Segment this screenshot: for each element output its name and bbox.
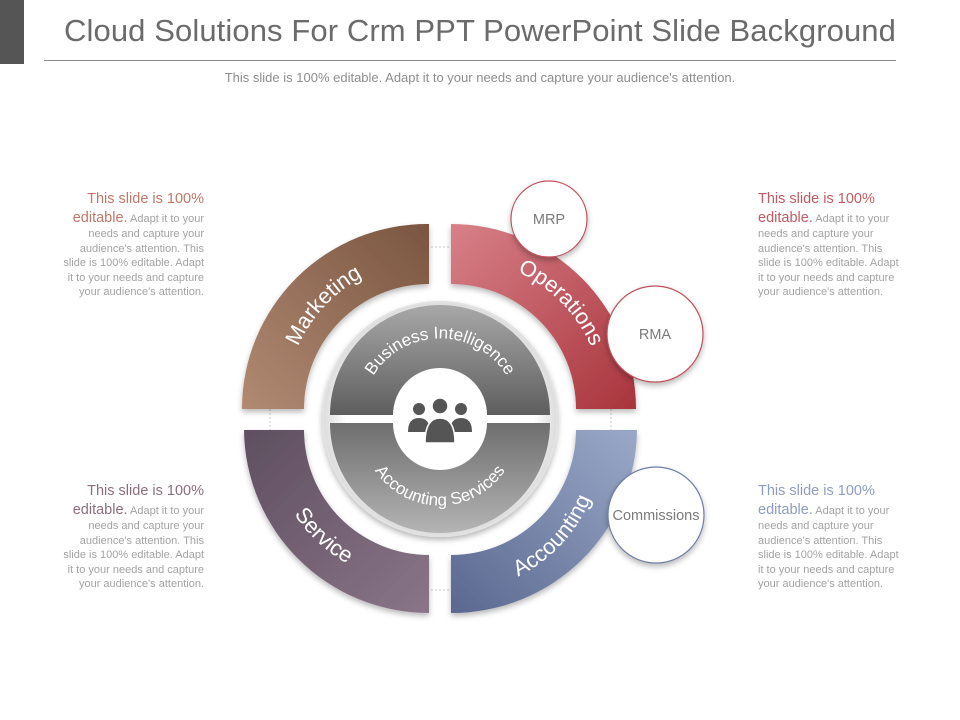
bubble-mrp: MRP <box>510 180 588 258</box>
accounting-services-segment <box>330 423 550 533</box>
note-bottom-left: This slide is 100% editable. Adapt it to… <box>58 482 204 592</box>
corner-accent <box>0 0 24 64</box>
service-segment <box>244 430 429 613</box>
note-bottom-right-body: Adapt it to your needs and capture your … <box>758 504 899 591</box>
bubble-rma-label: RMA <box>639 327 672 343</box>
bubble-rma: RMA <box>606 285 704 383</box>
note-top-left: This slide is 100% editable. Adapt it to… <box>58 190 204 300</box>
connector-lines <box>269 246 612 591</box>
note-top-left-body: Adapt it to your needs and capture your … <box>63 212 204 299</box>
page-subtitle: This slide is 100% editable. Adapt it to… <box>224 70 736 85</box>
title-divider <box>44 60 896 61</box>
bubble-mrp-label: MRP <box>533 212 565 228</box>
marketing-segment <box>242 223 429 409</box>
note-top-left-lead: This slide is 100% editable. <box>72 191 204 226</box>
bubble-commissions-label: Commissions <box>612 508 699 524</box>
note-bottom-left-body: Adapt it to your needs and capture your … <box>63 504 204 591</box>
note-top-right-lead: This slide is 100% editable. <box>758 191 875 226</box>
note-bottom-right: This slide is 100% editable. Adapt it to… <box>758 482 904 592</box>
operations-segment <box>451 224 636 409</box>
note-top-right: This slide is 100% editable. Adapt it to… <box>758 190 904 300</box>
note-bottom-right-lead: This slide is 100% editable. <box>758 483 875 518</box>
note-top-right-body: Adapt it to your needs and capture your … <box>758 212 899 299</box>
accounting-segment <box>451 430 637 614</box>
business-intelligence-segment <box>330 305 550 415</box>
page-title: Cloud Solutions For Crm PPT PowerPoint S… <box>64 13 896 48</box>
note-bottom-left-lead: This slide is 100% editable. <box>72 483 204 518</box>
group-of-people-icon <box>408 397 472 444</box>
bubble-commissions: Commissions <box>607 466 705 564</box>
